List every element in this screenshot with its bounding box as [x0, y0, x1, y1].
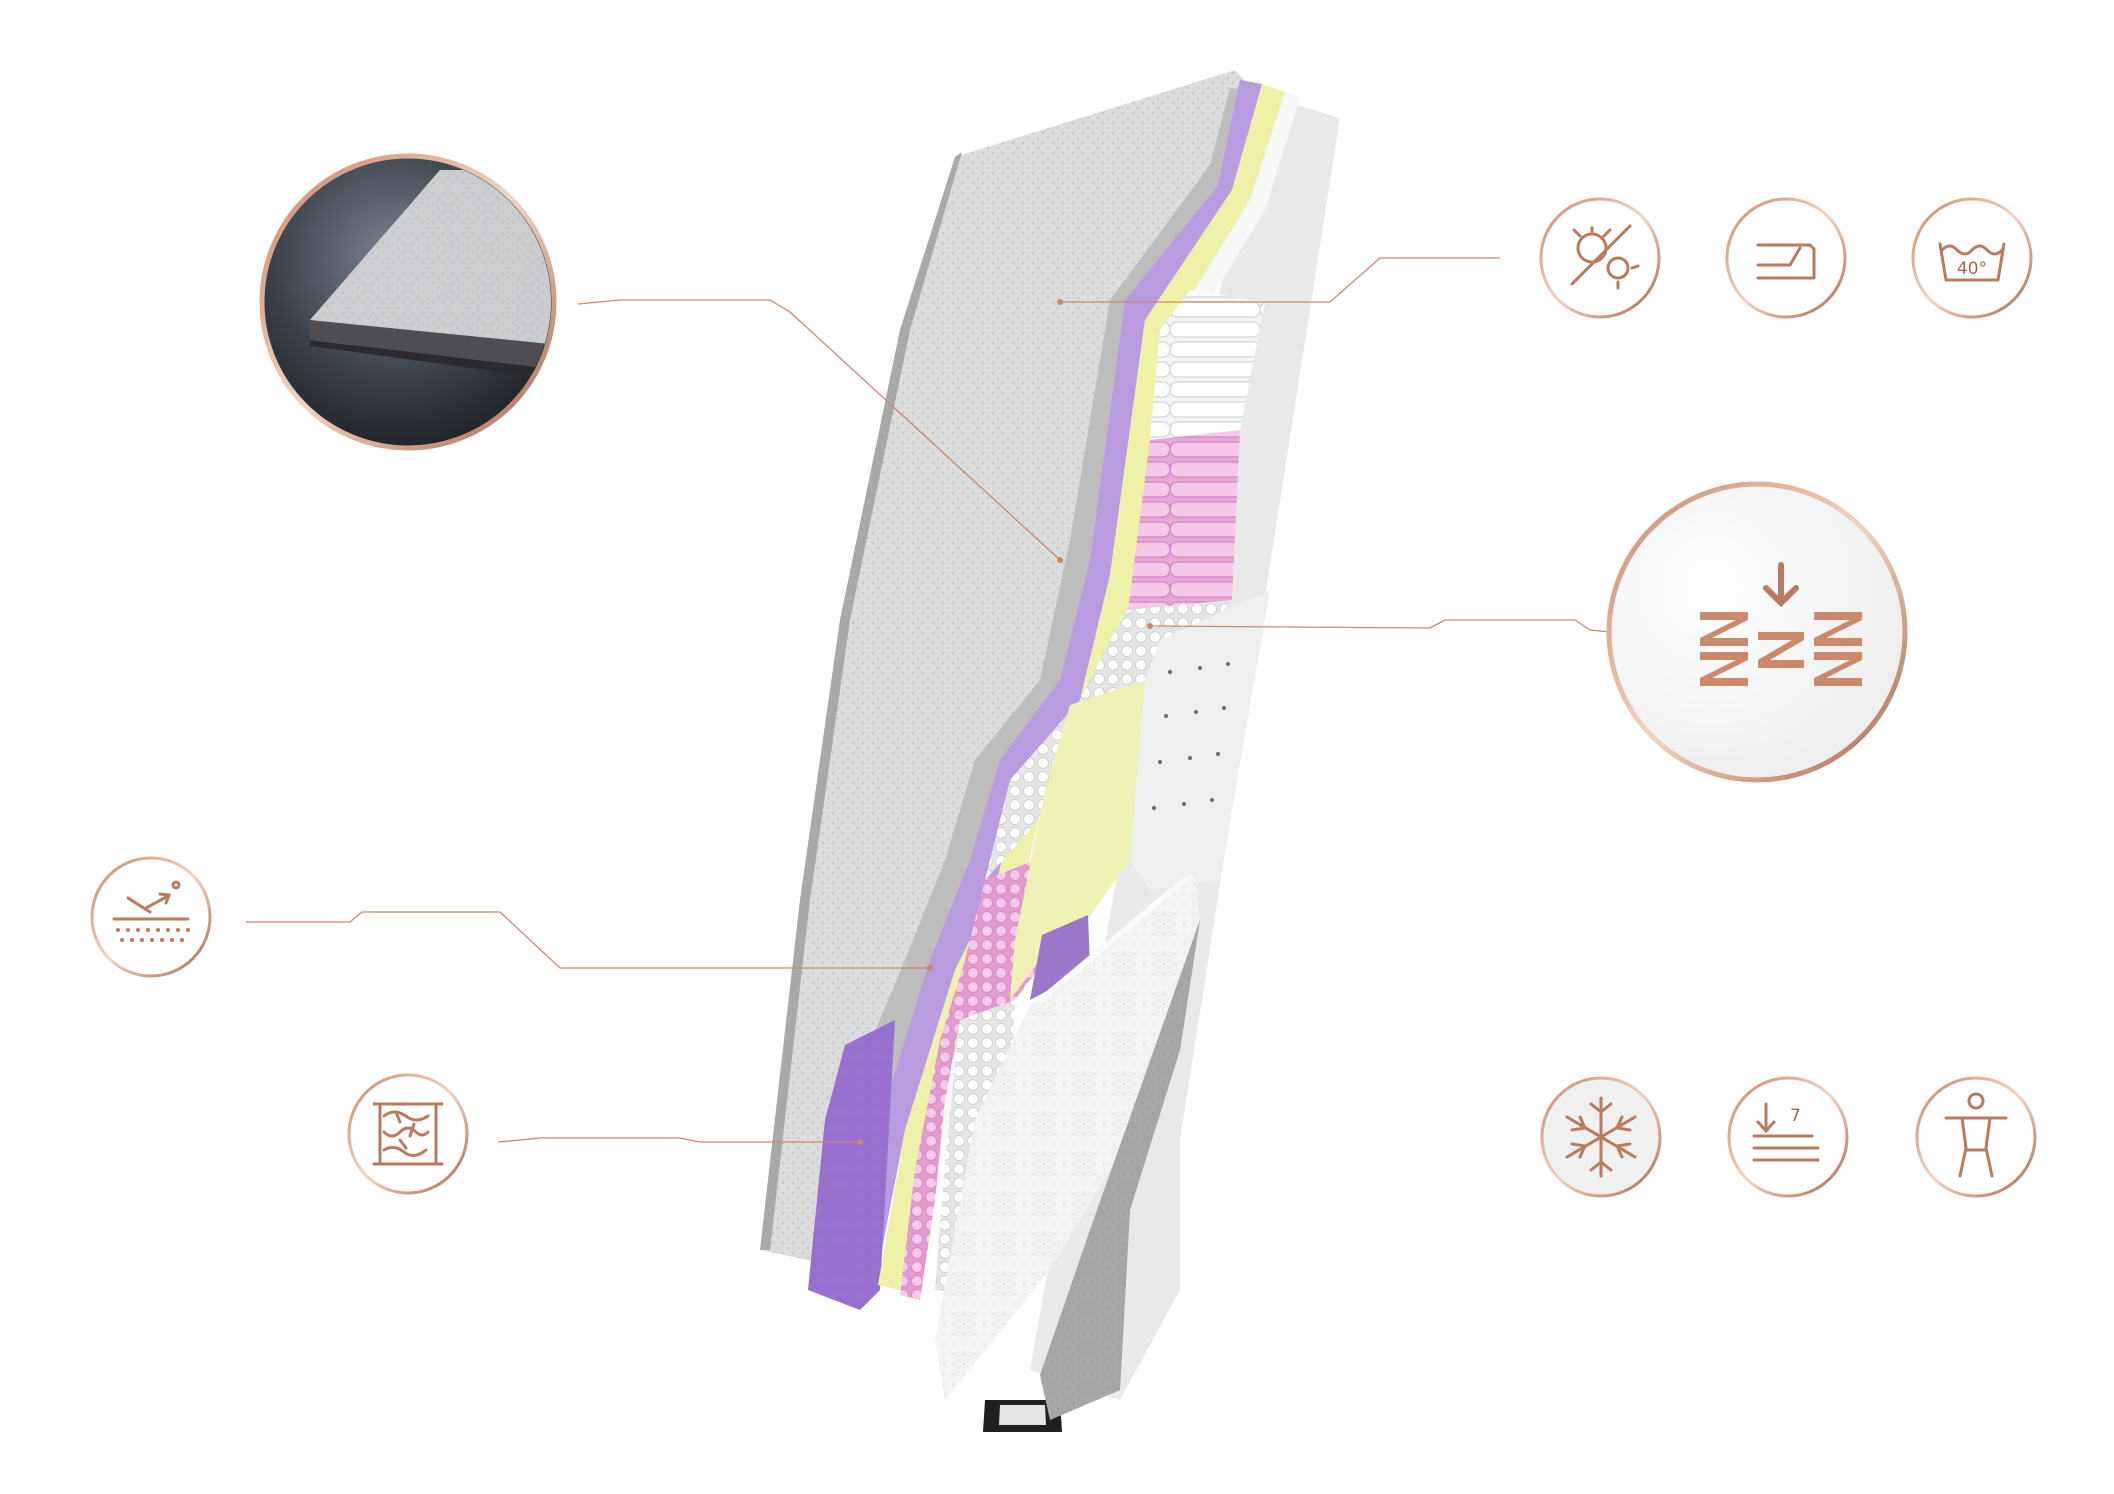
cover-top-surface	[760, 70, 1252, 1270]
wash-40-icon: 40°	[1911, 197, 2033, 319]
cover-white-fold	[935, 872, 1200, 1400]
foam-structure-icon	[347, 1073, 469, 1195]
mattress-cross-section	[760, 70, 1340, 1432]
pocket-springs-white-top	[1150, 290, 1265, 440]
snowflake-icon	[1540, 1076, 1662, 1198]
antibacterial-icon	[1539, 197, 1661, 319]
callout-line-breathable	[246, 911, 930, 969]
callout-line-springs	[1149, 619, 1611, 633]
pocket-springs-pink-upper	[1128, 430, 1240, 610]
person-icon	[1915, 1076, 2037, 1198]
zones-count-label: 7	[1790, 1106, 1801, 1126]
wash-temperature-label: 40°	[1957, 259, 1987, 279]
foam-zoom-lens	[259, 153, 557, 451]
callout-lines	[246, 257, 1611, 1143]
removable-cover-icon	[1725, 197, 1847, 319]
perforation-dots	[1152, 662, 1230, 810]
mattress-base	[983, 1400, 1062, 1432]
callout-line-foam-structure	[497, 1137, 860, 1143]
seven-zones-icon: 7	[1727, 1076, 1849, 1198]
callout-line-top-right	[1060, 257, 1500, 303]
layer-yellow-foam-lower	[1010, 680, 1145, 1000]
side-foam-perforated	[1130, 590, 1270, 890]
pocket-spring-zones-icon	[1606, 481, 1908, 783]
callout-line-foam	[577, 299, 1061, 561]
pocket-springs-pink-lower	[900, 860, 1045, 1300]
breathable-icon	[90, 856, 212, 978]
callout-dots	[857, 299, 1153, 1145]
layer-lavender-foam	[852, 80, 1262, 1270]
